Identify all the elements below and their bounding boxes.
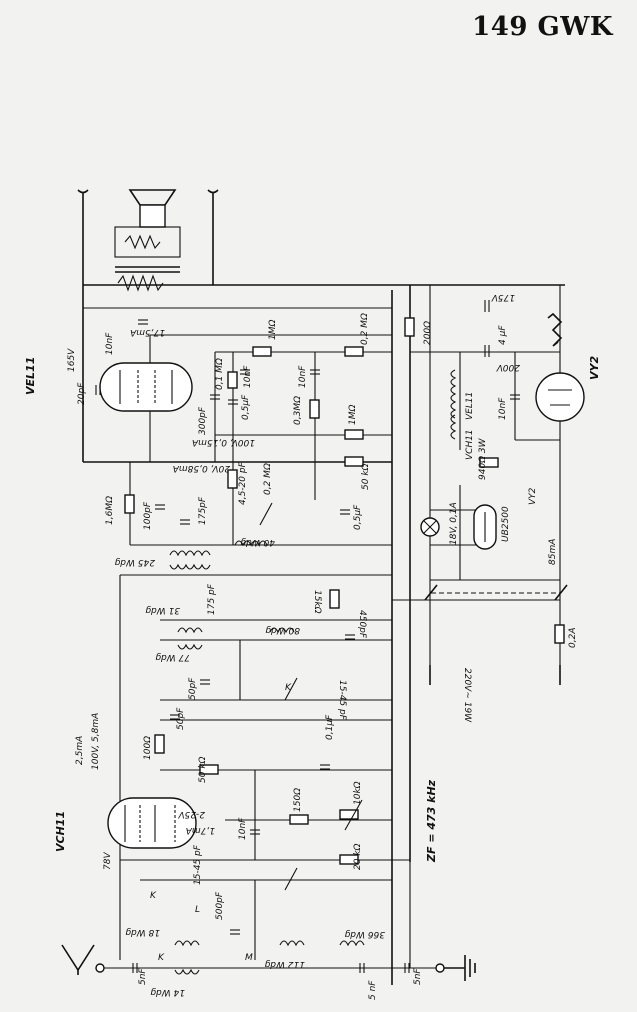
mixer-current: 1,7mA (186, 825, 215, 835)
coil-label-l-31: 31 Wdg (145, 605, 180, 615)
coil-label-l-80: 80 Wdg (265, 625, 300, 635)
ground-symbol (435, 955, 476, 981)
cap-label-c-5b: 5 nF (368, 980, 378, 1000)
output-tube-envelope (99, 362, 193, 412)
cap-label-c-45: 4,5-20 pF (238, 461, 248, 505)
coil-label-l-77: 77 Wdg (155, 652, 190, 662)
variable-capacitors (259, 502, 363, 891)
mixer-tube-envelope (107, 797, 197, 849)
cap-label-c-5c: 5nF (413, 968, 423, 985)
cap-label-c-5a: 5nF (138, 968, 148, 985)
cap-label-c-450: 450pF (357, 610, 367, 639)
supply-out-voltage: 20V, 0,58mA (173, 463, 230, 473)
cap-label-c-10a: 10nF (243, 365, 253, 388)
b-plus-voltage: 175V (491, 292, 515, 302)
cap-label-c-10d: 10nF (498, 397, 508, 420)
res-label-r-10k: 10kΩ (353, 781, 363, 805)
switch-mark-k1: K (285, 683, 292, 693)
heater-rect-label: VY2 (528, 487, 538, 505)
res-label-r-15k: 15kΩ (312, 590, 322, 614)
rect-coil-mixer-label: VCH11 (465, 429, 475, 460)
switch-mark-l: L (195, 905, 200, 915)
mixer-osc-current: 2,5mA (75, 736, 85, 765)
coil-label-l-112: 112 Wdg (264, 959, 305, 969)
coil-label-l-245: 245 Wdg (114, 557, 155, 567)
ballast-tube (473, 504, 497, 550)
res-label-r-100: 100Ω (143, 736, 153, 760)
res-label-r-1m: 1MΩ (268, 320, 278, 340)
mixer-tube-label: VCH11 (54, 811, 67, 852)
res-label-r-20k: 20 kΩ (353, 843, 363, 870)
antenna-symbol (61, 944, 105, 975)
cap-label-c-05b: 0,5µF (353, 504, 363, 530)
ballast-label: UB2500 (501, 506, 511, 542)
cap-label-c-300: 300pF (198, 406, 208, 435)
coil-label-l-18: 18 Wdg (125, 927, 160, 937)
cap-label-c-1545a: 15-45 pF (337, 680, 347, 721)
res-label-r-02m-top: 0,2 MΩ (360, 313, 370, 345)
res-label-r-150: 150Ω (293, 788, 303, 812)
supply-ac-label: 220V~ 19W (462, 668, 472, 723)
cap-label-c-05a: 0,5µF (241, 394, 251, 420)
output-tube-label: VEL11 (24, 357, 37, 395)
res-label-r-50k-a: 50 kΩ (361, 463, 371, 490)
output-current: 17,5mA (130, 327, 165, 337)
screen-voltage: 100V, 0,15mA (192, 437, 255, 447)
output-plate-voltage: 165V (67, 348, 77, 372)
cap-label-c-4: 4 µF (498, 325, 508, 345)
rect-voltage: 200V (496, 362, 520, 372)
switch-mark-k3: K (158, 953, 165, 963)
res-label-r-1m-b: 1MΩ (348, 405, 358, 425)
res-label-r-01m: 0,1 MΩ (215, 358, 225, 390)
cap-label-c-out: 10nF (105, 332, 115, 355)
page-title: 149 GWK (472, 12, 613, 42)
rect-current: 85mA (548, 539, 558, 565)
res-label-r-03m: 0,3MΩ (293, 396, 303, 425)
pilot-lamp (420, 517, 440, 537)
mains-switch (424, 584, 568, 601)
cap-label-c-10c: 10nF (238, 817, 248, 840)
cap-label-c-01: 0,1µF (325, 714, 335, 740)
rectifier-tube-label: VY2 (588, 356, 601, 380)
cap-label-c-10b: 10nF (298, 365, 308, 388)
mixer-cathode-voltage: 78V (103, 852, 113, 870)
switch-mark-m: M (245, 953, 253, 963)
rect-coil-tube-label: VEL11 (465, 392, 475, 420)
coil-label-l-366: 366 Wdg (344, 929, 385, 939)
antenna-terminals (77, 189, 219, 285)
mixer-plate-voltage: 100V, 5,8mA (91, 713, 101, 770)
cap-label-c-175a: 175pF (198, 496, 208, 525)
mixer-grid-voltage: 2-25V (178, 809, 205, 819)
cap-label-c-100: 100pF (143, 501, 153, 530)
cap-label-c-1545b: 15-45 pF (193, 844, 203, 885)
coil-label-l-14: 14 Wdg (150, 987, 185, 997)
cap-label-c-50b: 50pF (176, 707, 186, 730)
coil-symbols (169, 369, 457, 975)
cap-label-c-175b: 175 pF (207, 583, 217, 615)
cap-label-c-50a: 50pF (188, 677, 198, 700)
coil-label-l-40: 40 Wdg (240, 537, 275, 547)
res-label-r-02m-mid: 0,2 MΩ (263, 463, 273, 495)
switch-mark-k2: K (150, 891, 157, 901)
res-label-r-50k-b: 50 kΩ (198, 756, 208, 783)
res-label-r-200: 200Ω (423, 321, 433, 345)
output-transformer (115, 266, 180, 292)
mains-plugs (429, 665, 561, 685)
capacitor-symbols (95, 300, 520, 973)
res-label-fuse: 0,2A (568, 628, 578, 648)
rectifier-tube-envelope (535, 372, 585, 422)
cap-label-c-500: 500pF (215, 891, 225, 920)
res-label-r-16m: 1,6MΩ (105, 496, 115, 525)
cap-label-c-20: 20pF (77, 382, 87, 405)
res-label-r-940: 940Ω 3W (478, 437, 488, 480)
speaker-symbol (114, 189, 181, 258)
ballast-rating: 18V, 0,1A (449, 502, 459, 545)
if-frequency-label: ZF = 473 kHz (425, 779, 438, 863)
resistor-symbols (124, 312, 565, 865)
